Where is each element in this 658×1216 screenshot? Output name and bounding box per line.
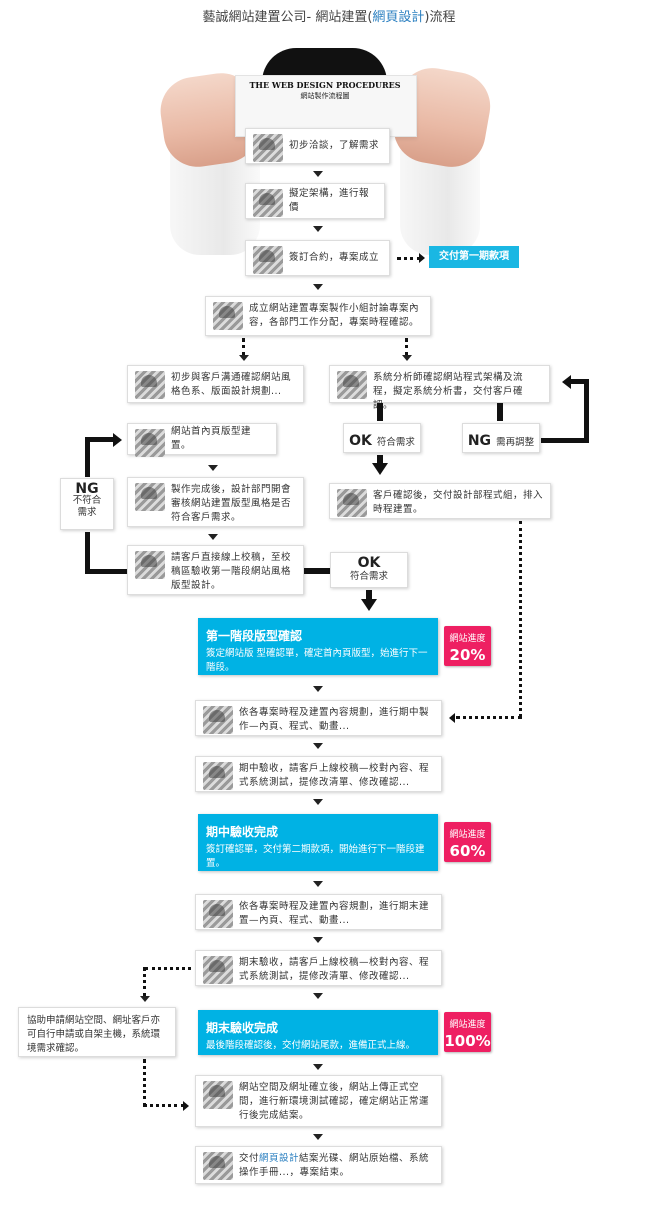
loop-bar	[85, 437, 115, 442]
dotted-line-side	[143, 1104, 185, 1107]
dotted-line-left	[242, 338, 245, 356]
dotted-line-side	[143, 1059, 146, 1107]
dotted-line-long	[456, 716, 522, 719]
dotted-line-right	[405, 338, 408, 356]
loop-bar	[584, 379, 589, 443]
analysis-photo-icon	[337, 371, 367, 399]
step-sign-contract: 簽訂合約，專案成立	[245, 240, 390, 276]
final-build-photo-icon	[203, 900, 233, 928]
team-photo-icon	[213, 302, 243, 330]
arrow-down-icon	[313, 284, 323, 290]
loop-bar	[85, 532, 90, 574]
dotted-arrow-payment	[397, 257, 421, 260]
step-project-delivery: 交付網頁設計結案光碟、網站原始檔、系統操作手冊...，專案結束。	[195, 1146, 442, 1184]
acceptance-photo-icon	[203, 762, 233, 790]
loop-bar	[85, 437, 90, 477]
banner-title: THE WEB DESIGN PROCEDURES	[249, 80, 401, 90]
arrow-down-icon	[208, 534, 218, 540]
dotted-line-long	[519, 521, 522, 717]
dotted-line-side	[143, 967, 146, 997]
web-design-link-2[interactable]: 網頁設計	[259, 1153, 300, 1164]
right-sleeve	[400, 150, 480, 255]
arrow-right-icon	[183, 1101, 189, 1111]
step-midterm-acceptance: 期中驗收，請客戶上線校稿—校對內容、程式系統測試，提修改清單、修改確認...	[195, 756, 442, 792]
arrow-down-icon	[208, 465, 218, 471]
phase-one-template-confirm: 第一階段版型確認 簽定網站版 型確認單，確定首內頁版型，始進行下一階段。	[198, 618, 438, 675]
arrow-down-icon	[361, 599, 377, 611]
connector-bar	[377, 455, 383, 465]
ok-match-box: OK 符合需求	[343, 423, 421, 453]
proof-photo-icon	[135, 551, 165, 579]
arrow-down-icon	[313, 993, 323, 999]
connector-bar	[366, 590, 372, 600]
step-style-planning: 初步與客戶溝通確認網站風格色系、版面設計規劃...	[127, 365, 304, 403]
loop-bar	[541, 438, 589, 443]
step-client-confirm: 客戶確認後，交付設計部程式組，排入時程建置。	[329, 483, 551, 519]
server-photo-icon	[203, 1081, 233, 1109]
phase-final-complete: 期末驗收完成 最後階段確認後，交付網站尾款，進備正式上線。	[198, 1010, 438, 1055]
arrow-down-icon	[313, 226, 323, 232]
web-design-link[interactable]: 網頁設計	[372, 10, 425, 25]
arrow-down-icon	[313, 881, 323, 887]
step-final-build: 依各專案時程及建置內容規劃，進行期末建置—內頁、程式、動畫...	[195, 894, 442, 930]
delivery-photo-icon	[203, 1152, 233, 1180]
connector-bar	[304, 568, 330, 574]
step-upload-launch: 網站空間及網址確立後，網站上傳正式空間，進行新環境測試確認，確定網站正常運行後完…	[195, 1075, 442, 1127]
banner-subtitle: 網站製作流程圖	[300, 92, 350, 100]
arrow-down-icon	[313, 171, 323, 177]
progress-badge-20: 網站進度 20%	[444, 626, 491, 666]
arrow-down-icon	[313, 743, 323, 749]
arrow-right-icon	[419, 253, 425, 263]
step-design-review: 製作完成後，設計部門開會審核網站建置版型風格是否符合客戶需求。	[127, 477, 304, 527]
ok-match-box-2: OK 符合需求	[330, 552, 408, 588]
arrow-down-icon	[372, 463, 388, 475]
ng-adjust-box: NG 需再調整	[462, 423, 540, 453]
step-page-template: 網站首內頁版型建置。	[127, 423, 277, 457]
arrow-down-icon	[140, 996, 150, 1002]
phase-midterm-complete: 期中驗收完成 簽訂確認單，交付第二期款項，開始進行下一階段建置。	[198, 814, 438, 871]
step-final-acceptance: 期末驗收，請客戶上線校稿—校對內容、程式系統測試，提修改清單、修改確認...	[195, 950, 442, 986]
progress-badge-100: 網站進度 100%	[444, 1012, 491, 1052]
arrow-down-icon	[313, 686, 323, 692]
arrow-down-icon	[313, 937, 323, 943]
meeting-photo-icon	[253, 134, 283, 162]
confirm-photo-icon	[337, 489, 367, 517]
arrow-down-icon	[313, 1064, 323, 1070]
step-architecture-quote: 擬定架構，進行報價	[245, 183, 385, 219]
progress-badge-60: 網站進度 60%	[444, 822, 491, 862]
review-photo-icon	[135, 483, 165, 511]
build-photo-icon	[203, 706, 233, 734]
loop-bar	[85, 569, 127, 574]
first-payment-badge: 交付第一期款項	[429, 246, 519, 268]
step-online-proof: 請客戶直接線上校稿，至校稿區驗收第一階段網站風格版型設計。	[127, 545, 304, 595]
step-midterm-build: 依各專案時程及建置內容規劃，進行期中製作—內頁、程式、動畫...	[195, 700, 442, 736]
step-project-team: 成立網站建置專案製作小組討論專案內容，各部門工作分配，專案時程確認。	[205, 296, 431, 336]
page-title: 藝誠網站建置公司- 網站建置(網頁設計)流程	[202, 10, 456, 25]
document-photo-icon	[253, 189, 283, 217]
arrow-left-icon	[562, 375, 571, 389]
arrow-right-icon	[113, 433, 122, 447]
layout-photo-icon	[135, 429, 165, 457]
step-initial-consult: 初步洽談，了解需求	[245, 128, 390, 164]
hosting-note: 協助申請網站空間、網址客戶亦可自行申請或自架主機，系統環境需求確認。	[18, 1007, 176, 1057]
arrow-down-icon	[313, 799, 323, 805]
arrow-left-icon	[449, 713, 455, 723]
final-acceptance-photo-icon	[203, 956, 233, 984]
loop-bar	[570, 379, 589, 384]
connector-bar	[497, 403, 503, 421]
arrow-down-icon	[313, 1134, 323, 1140]
ng-mismatch-box: NG 不符合 需求	[60, 478, 114, 530]
arrow-down-icon	[402, 355, 412, 361]
step-system-analysis: 系統分析師確認網站程式架構及流程，擬定系統分析書，交付客戶確認。	[329, 365, 550, 411]
contract-photo-icon	[253, 246, 283, 274]
connector-bar	[377, 403, 383, 421]
design-photo-icon	[135, 371, 165, 399]
arrow-down-icon	[239, 355, 249, 361]
dotted-line-side	[145, 967, 191, 970]
